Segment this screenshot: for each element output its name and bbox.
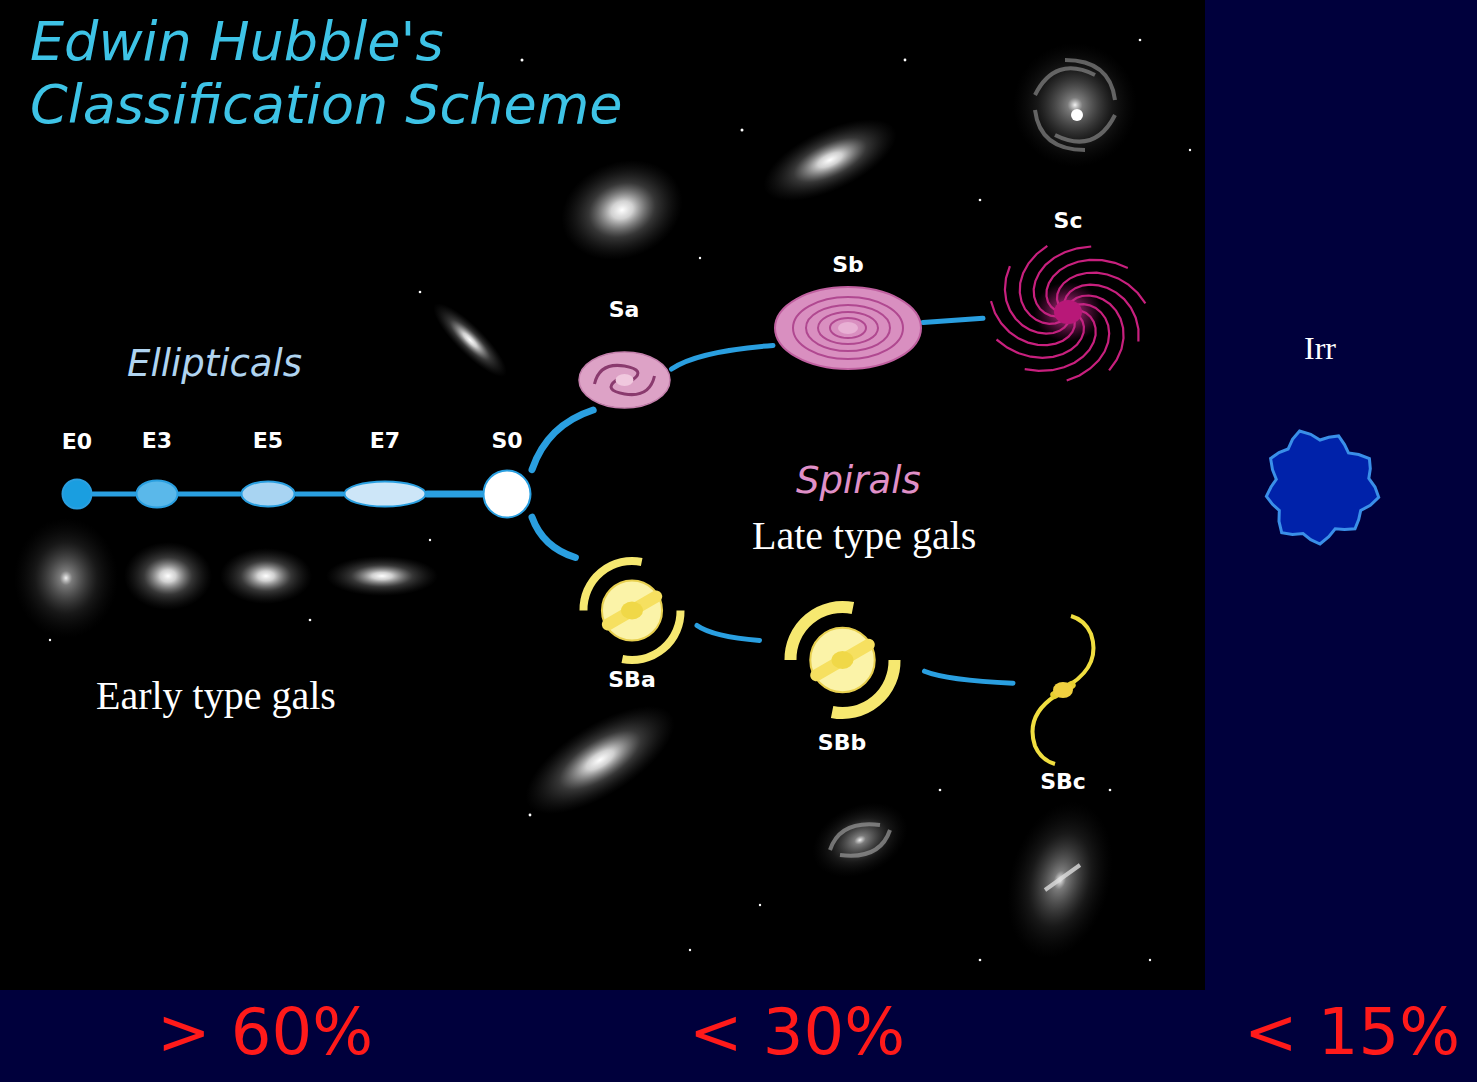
galaxy-symbol — [482, 469, 532, 519]
galaxy-node: SBa — [567, 558, 697, 692]
galaxy-symbol — [240, 480, 296, 508]
fork-line — [925, 671, 1014, 683]
type-label: SBb — [818, 730, 866, 755]
type-label: E7 — [370, 428, 400, 453]
group-label: Early type gals — [96, 673, 336, 719]
fork-line — [179, 492, 240, 497]
galaxy-symbol — [135, 479, 179, 509]
type-label: Irr — [1304, 330, 1336, 367]
galaxy-node: Sb — [773, 252, 923, 371]
fork-line — [532, 410, 593, 470]
galaxy-node: E5 — [240, 428, 296, 508]
type-label: Sc — [1054, 208, 1083, 233]
type-label: SBc — [1040, 769, 1086, 794]
galaxy-node: SBc — [1013, 615, 1113, 794]
galaxy-symbol — [773, 285, 923, 371]
percentage-label: < 15% — [1244, 996, 1460, 1070]
type-label: E3 — [142, 428, 172, 453]
title: Edwin Hubble's Classification Scheme — [30, 10, 630, 136]
fork-line — [672, 345, 774, 369]
galaxy-symbol — [1013, 615, 1113, 765]
galaxy-symbol — [760, 604, 925, 716]
fork-line — [532, 517, 575, 557]
fork-line — [427, 491, 482, 498]
fork-line — [296, 492, 343, 497]
type-label: Sb — [832, 252, 864, 277]
galaxy-symbol — [983, 237, 1153, 387]
galaxy-symbol — [1258, 425, 1382, 549]
type-label: S0 — [491, 428, 522, 453]
galaxy-node: S0 — [482, 428, 532, 519]
type-label: Sa — [609, 297, 640, 322]
group-label: Spirals — [796, 460, 921, 503]
galaxy-node: Sa — [577, 297, 672, 410]
type-label: E0 — [62, 429, 92, 454]
galaxy-node: E0 — [61, 429, 93, 510]
galaxy-node: Sc — [983, 208, 1153, 387]
type-label: E5 — [253, 428, 283, 453]
galaxy-node: Irr — [1258, 330, 1382, 549]
galaxy-symbol — [61, 478, 93, 510]
fork-line — [923, 318, 983, 322]
galaxy-symbol — [343, 480, 427, 508]
fork-line — [93, 492, 135, 497]
percentage-label: < 30% — [689, 996, 905, 1070]
galaxy-node: E7 — [343, 428, 427, 508]
galaxy-symbol — [577, 350, 672, 410]
fork-line — [697, 626, 760, 641]
group-label: Late type gals — [752, 513, 976, 559]
type-label: SBa — [608, 667, 655, 692]
group-label: Ellipticals — [127, 343, 302, 386]
percentage-label: > 60% — [157, 996, 373, 1070]
galaxy-symbol — [567, 558, 697, 663]
galaxy-node: E3 — [135, 428, 179, 509]
galaxy-node: SBb — [760, 604, 925, 755]
